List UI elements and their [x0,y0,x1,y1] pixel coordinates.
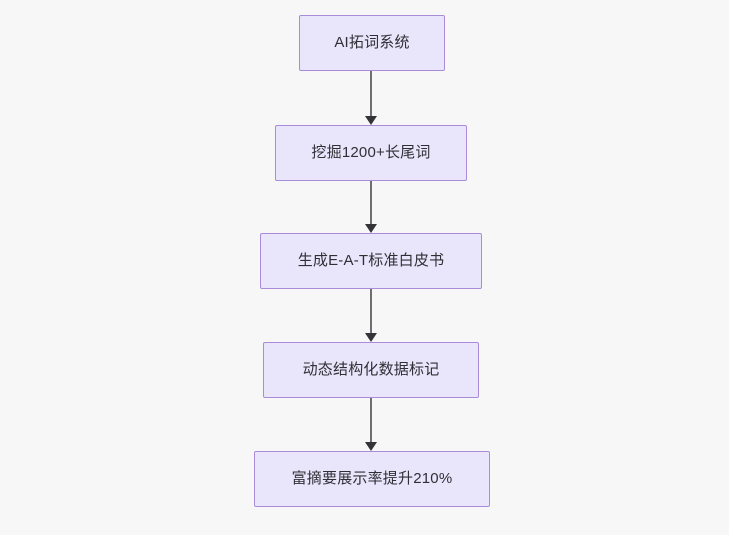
flow-node-label: 动态结构化数据标记 [302,361,440,378]
flow-edge-4 [360,398,382,451]
arrowhead-icon [365,333,377,342]
flow-node-dynamic-structured-data-markup[interactable]: 动态结构化数据标记 [263,342,479,398]
flow-node-rich-snippet-impression-uplift[interactable]: 富摘要展示率提升210% [254,451,490,507]
edge-line [370,181,372,225]
flow-node-generate-eat-whitepaper[interactable]: 生成E-A-T标准白皮书 [260,233,482,289]
flow-edge-2 [360,181,382,233]
flow-node-label: 生成E-A-T标准白皮书 [297,252,445,269]
edge-line [370,71,372,117]
flow-node-label: AI拓词系统 [334,34,410,51]
flow-node-mine-longtail-keywords[interactable]: 挖掘1200+长尾词 [275,125,467,181]
arrowhead-icon [365,442,377,451]
flow-node-label: 挖掘1200+长尾词 [311,144,431,161]
flow-node-label: 富摘要展示率提升210% [291,470,453,487]
flow-edge-1 [360,71,382,125]
edge-line [370,398,372,443]
flow-node-ai-keyword-system[interactable]: AI拓词系统 [299,15,445,71]
flow-edge-3 [360,289,382,342]
arrowhead-icon [365,116,377,125]
edge-line [370,289,372,334]
arrowhead-icon [365,224,377,233]
